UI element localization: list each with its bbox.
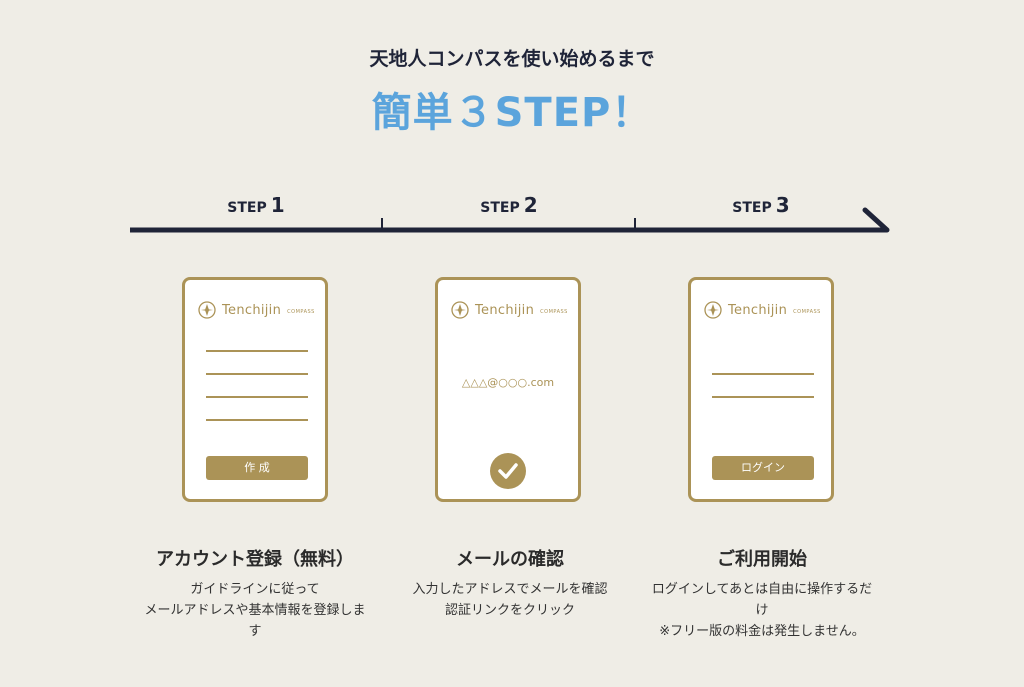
step-title: ご利用開始 <box>717 549 807 570</box>
step-text-line: け <box>755 603 769 618</box>
step-word: STEP <box>480 200 520 216</box>
step-text-line: 認証リンクをクリック <box>444 603 575 618</box>
section-subtitle: 天地人コンパスを使い始めるまで <box>369 48 655 70</box>
check-circle-icon <box>490 453 526 489</box>
logo-subtext: COMPASS <box>540 309 568 315</box>
tenchijin-logo: Tenchijin COMPASS <box>198 300 315 320</box>
form-field-line <box>206 396 308 398</box>
logo-wordmark: Tenchijin <box>728 302 788 318</box>
tenchijin-logo: Tenchijin COMPASS <box>704 300 821 320</box>
logo-subtext: COMPASS <box>793 309 821 315</box>
step-text-line: ログインしてあとは自由に操作するだ <box>651 582 873 597</box>
email-placeholder: △△△@○○○.com <box>461 376 555 389</box>
step-text-line: ※フリー版の料金は発生しません。 <box>659 624 865 639</box>
logo-subtext: COMPASS <box>287 309 315 315</box>
compass-logo-icon <box>451 301 469 319</box>
logo-wordmark: Tenchijin <box>475 302 535 318</box>
step-title: メールの確認 <box>456 549 564 570</box>
step2-description: メールの確認 入力したアドレスでメールを確認 認証リンクをクリック <box>385 545 635 621</box>
logo-wordmark: Tenchijin <box>222 302 282 318</box>
step3-card: Tenchijin COMPASS ログイン <box>688 277 834 502</box>
step-number: 1 <box>270 193 285 217</box>
timeline-arrow <box>130 207 890 233</box>
form-field-line <box>712 373 814 375</box>
step1-card: Tenchijin COMPASS 作 成 <box>182 277 328 502</box>
create-button: 作 成 <box>206 456 308 480</box>
form-field-line <box>206 373 308 375</box>
step-number: 3 <box>775 193 790 217</box>
tenchijin-logo: Tenchijin COMPASS <box>451 300 568 320</box>
step-text-line: ガイドラインに従って <box>190 582 320 597</box>
compass-logo-icon <box>198 301 216 319</box>
form-field-line <box>712 396 814 398</box>
step-text-line: す <box>248 624 262 639</box>
section-headline: 簡単３STEP！ <box>371 90 653 136</box>
step1-description: アカウント登録（無料） ガイドラインに従って メールアドレスや基本情報を登録しま… <box>130 545 380 642</box>
form-field-line <box>206 419 308 421</box>
step-number: 2 <box>523 193 538 217</box>
step3-description: ご利用開始 ログインしてあとは自由に操作するだ け ※フリー版の料金は発生しませ… <box>637 545 887 642</box>
step-word: STEP <box>227 200 267 216</box>
step2-card: Tenchijin COMPASS △△△@○○○.com <box>435 277 581 502</box>
step-title: アカウント登録（無料） <box>156 549 354 570</box>
login-button: ログイン <box>712 456 814 480</box>
compass-logo-icon <box>704 301 722 319</box>
step-text-line: 入力したアドレスでメールを確認 <box>412 582 608 597</box>
step-word: STEP <box>732 200 772 216</box>
step-text-line: メールアドレスや基本情報を登録しま <box>144 603 366 618</box>
form-field-line <box>206 350 308 352</box>
